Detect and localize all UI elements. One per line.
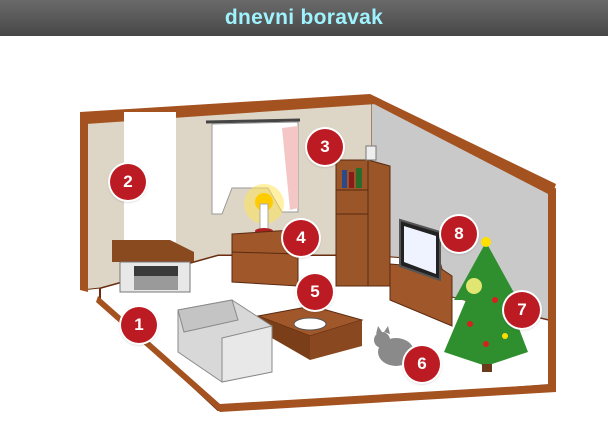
marker-5-label: 5	[310, 282, 320, 301]
bookshelf	[335, 145, 391, 287]
fireplace	[112, 240, 194, 293]
room-scene: 1 2 3 4 5 6 7 8	[0, 36, 608, 432]
marker-2-label: 2	[123, 172, 133, 191]
marker-3-label: 3	[320, 137, 330, 156]
wall-edge-left	[80, 112, 88, 292]
wall-top-right	[370, 94, 556, 196]
marker-5[interactable]: 5	[297, 274, 333, 310]
marker-7[interactable]: 7	[504, 292, 540, 328]
marker-7-label: 7	[517, 300, 527, 319]
marker-8[interactable]: 8	[441, 216, 477, 252]
title-bar: dnevni boravak	[0, 0, 608, 36]
room-illustration	[80, 94, 556, 412]
marker-4[interactable]: 4	[283, 220, 319, 256]
page-title: dnevni boravak	[224, 6, 384, 29]
dresser	[231, 229, 299, 287]
christmas-tree	[444, 237, 528, 372]
floor-edge-front	[220, 384, 556, 412]
marker-6[interactable]: 6	[404, 346, 440, 382]
marker-8-label: 8	[454, 224, 464, 243]
wall-edge-right	[548, 188, 556, 388]
marker-2[interactable]: 2	[110, 164, 146, 200]
television	[399, 218, 441, 282]
sofa	[177, 299, 273, 383]
marker-1[interactable]: 1	[121, 307, 157, 343]
marker-1-label: 1	[134, 315, 144, 334]
marker-3[interactable]: 3	[307, 129, 343, 165]
candle	[244, 184, 284, 234]
marker-4-label: 4	[296, 228, 306, 247]
marker-6-label: 6	[417, 354, 427, 373]
